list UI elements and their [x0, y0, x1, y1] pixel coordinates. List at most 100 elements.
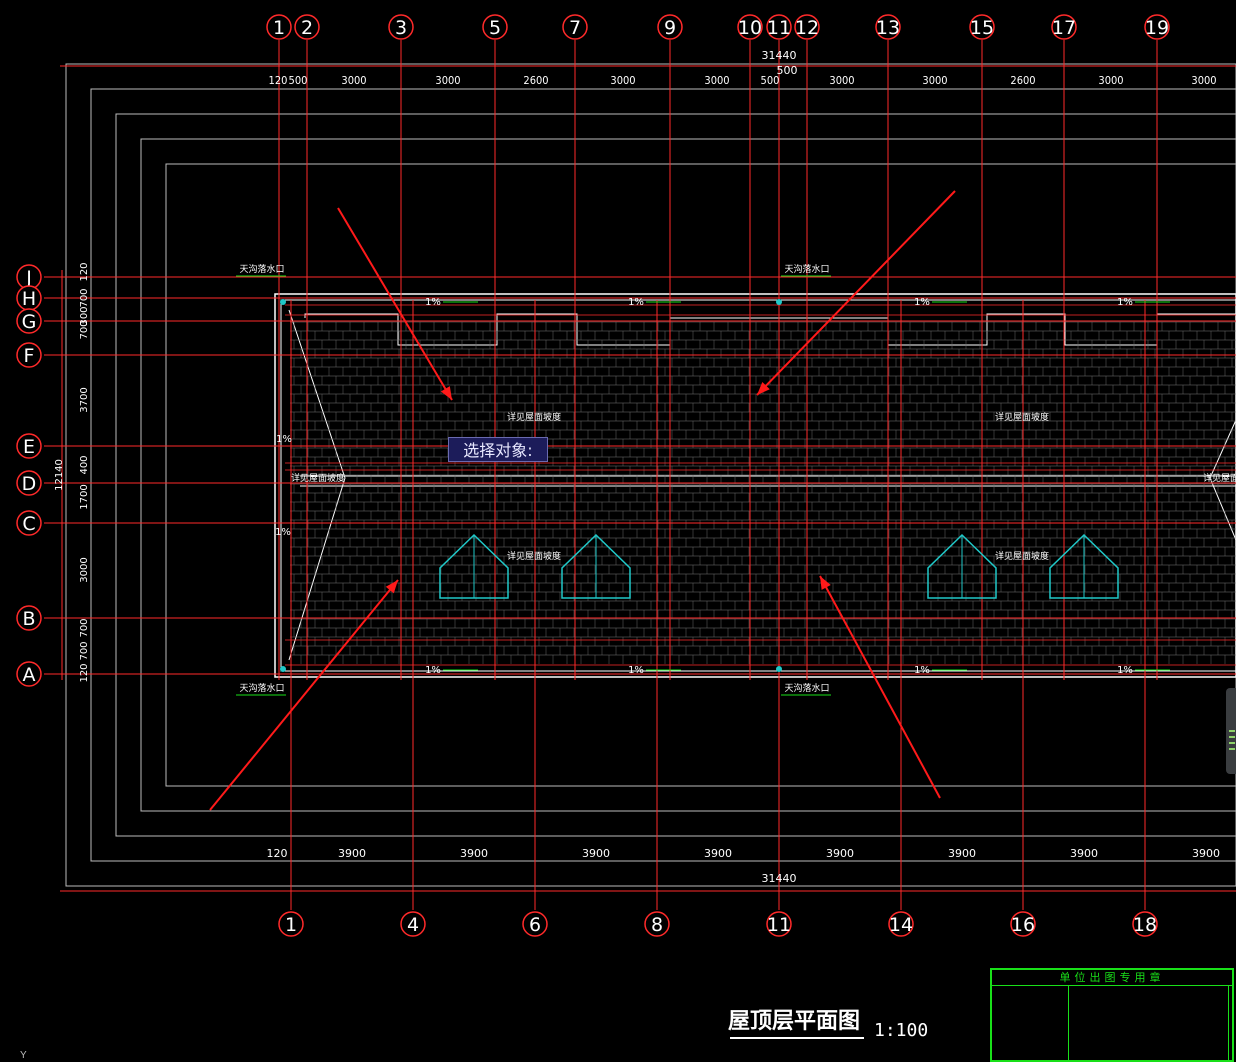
bottom-dim-value: 3900: [460, 847, 488, 860]
scroll-tick: [1229, 730, 1235, 732]
dormer-group: [439, 533, 1119, 599]
axis-bubble: [388, 14, 414, 40]
drain-point: [776, 299, 782, 305]
dormer-outline: [927, 533, 997, 599]
callout-arrow-head: [440, 386, 452, 400]
axis-bubble: [794, 14, 820, 40]
command-tooltip: 选择对象:: [448, 437, 548, 462]
roof-outer-edge: [274, 293, 1236, 678]
axis-bubble: [888, 911, 914, 937]
axis-bubble-label: H: [22, 288, 36, 310]
drawing-scale: 1:100: [874, 1020, 929, 1041]
top-dim-value: 500: [289, 74, 308, 87]
axis-bubble: [16, 661, 42, 687]
dormer-outline: [1049, 533, 1119, 599]
dormer-outline: [561, 533, 631, 599]
axis-bubble: [737, 14, 763, 40]
axis-bubble: [16, 510, 42, 536]
top-dim-value: 3000: [922, 74, 947, 87]
axis-bubble-label: B: [22, 608, 35, 630]
left-dim-value: 120: [79, 262, 90, 281]
hip-line: [1209, 419, 1236, 541]
axis-bubble-label: 13: [876, 17, 900, 39]
slope-note: 详见屋面坡度: [995, 411, 1049, 423]
dormer-outline: [439, 533, 509, 599]
roof-outline: [274, 293, 1236, 678]
slope-label: 1%: [425, 297, 441, 308]
viewport-frame: [165, 163, 1236, 787]
left-dim-value: 700: [79, 288, 90, 307]
axis-bubble-label: D: [22, 473, 37, 495]
title-block-header: 单位出图专用章: [992, 970, 1232, 986]
callout-arrow-shaft: [819, 575, 941, 799]
axis-bubble-label: 5: [489, 17, 501, 39]
red-callout-arrows: [209, 190, 956, 811]
axis-bubble-label: 17: [1052, 17, 1076, 39]
axis-bubble-label: 8: [651, 914, 663, 936]
scroll-tick: [1229, 736, 1235, 738]
top-dim-value: 3000: [829, 74, 854, 87]
axis-bubble: [266, 14, 292, 40]
axis-bubble-label: 19: [1145, 17, 1169, 39]
callout-arrow-shaft: [337, 207, 453, 401]
axis-bubble: [644, 911, 670, 937]
scroll-tick: [1229, 748, 1235, 750]
axis-bubble: [16, 342, 42, 368]
slope-label: 1%: [914, 665, 930, 676]
left-dim-value: 120: [79, 663, 90, 682]
axis-bubble-label: 15: [970, 17, 994, 39]
bottom-dim-value: 3900: [338, 847, 366, 860]
axis-grid-lines: [44, 40, 1236, 910]
bottom-dim-value: 3900: [582, 847, 610, 860]
bottom-dim-value: 3900: [948, 847, 976, 860]
slope-note: 详见屋面坡度: [507, 550, 561, 562]
axis-bubble: [482, 14, 508, 40]
axis-bubble: [278, 911, 304, 937]
axis-bubble: [16, 470, 42, 496]
slope-label: 1%: [425, 665, 441, 676]
drain-point: [776, 666, 782, 672]
callout-arrow-shaft: [756, 190, 956, 396]
top-dim-value: 3000: [1191, 74, 1216, 87]
axis-bubble: [522, 911, 548, 937]
slope-label: 1%: [275, 527, 291, 538]
axis-bubble-label: 3: [395, 17, 407, 39]
axis-bubble-label: 2: [301, 17, 313, 39]
top-dim-value: 500: [761, 74, 780, 87]
axis-bubble-label: 12: [795, 17, 819, 39]
left-dim-value: 3700: [79, 387, 90, 412]
top-dim-value: 3000: [1098, 74, 1123, 87]
drawing-title: 屋顶层平面图: [728, 1009, 861, 1034]
axis-bubble: [400, 911, 426, 937]
axis-bubble-label: 4: [407, 914, 419, 936]
axis-bubble-label: E: [23, 436, 35, 458]
callout-arrow-head: [820, 576, 831, 590]
side-scrollbar[interactable]: [1226, 688, 1236, 774]
axis-bubble: [16, 433, 42, 459]
bottom-dim-value: 3900: [704, 847, 732, 860]
viewport-frame: [140, 138, 1236, 812]
slope-label: 1%: [914, 297, 930, 308]
axis-bubble: [875, 14, 901, 40]
axis-bubble: [1144, 14, 1170, 40]
drawing-title-underline: [730, 1037, 864, 1039]
top-dim-value: 120: [269, 74, 288, 87]
top-dim-value: 3000: [341, 74, 366, 87]
scroll-tick: [1229, 742, 1235, 744]
axis-bubble-label: A: [23, 664, 36, 686]
roof-inner-edge: [280, 299, 1236, 672]
title-block: 单位出图专用章: [990, 968, 1234, 1062]
slope-label: 1%: [1117, 665, 1133, 676]
parapet-outline: [304, 313, 1236, 346]
axis-bubble: [766, 911, 792, 937]
left-dim-value: 700: [79, 320, 90, 339]
slope-label: 1%: [276, 434, 292, 445]
ucs-y-label: Y: [20, 1050, 27, 1061]
drain-note: 天沟落水口: [239, 263, 284, 275]
axis-bubble: [16, 605, 42, 631]
left-dim-value: 400: [79, 455, 90, 474]
axis-bubble-label: 11: [767, 17, 791, 39]
left-dim-value: 700: [79, 618, 90, 637]
slope-label: 1%: [628, 297, 644, 308]
